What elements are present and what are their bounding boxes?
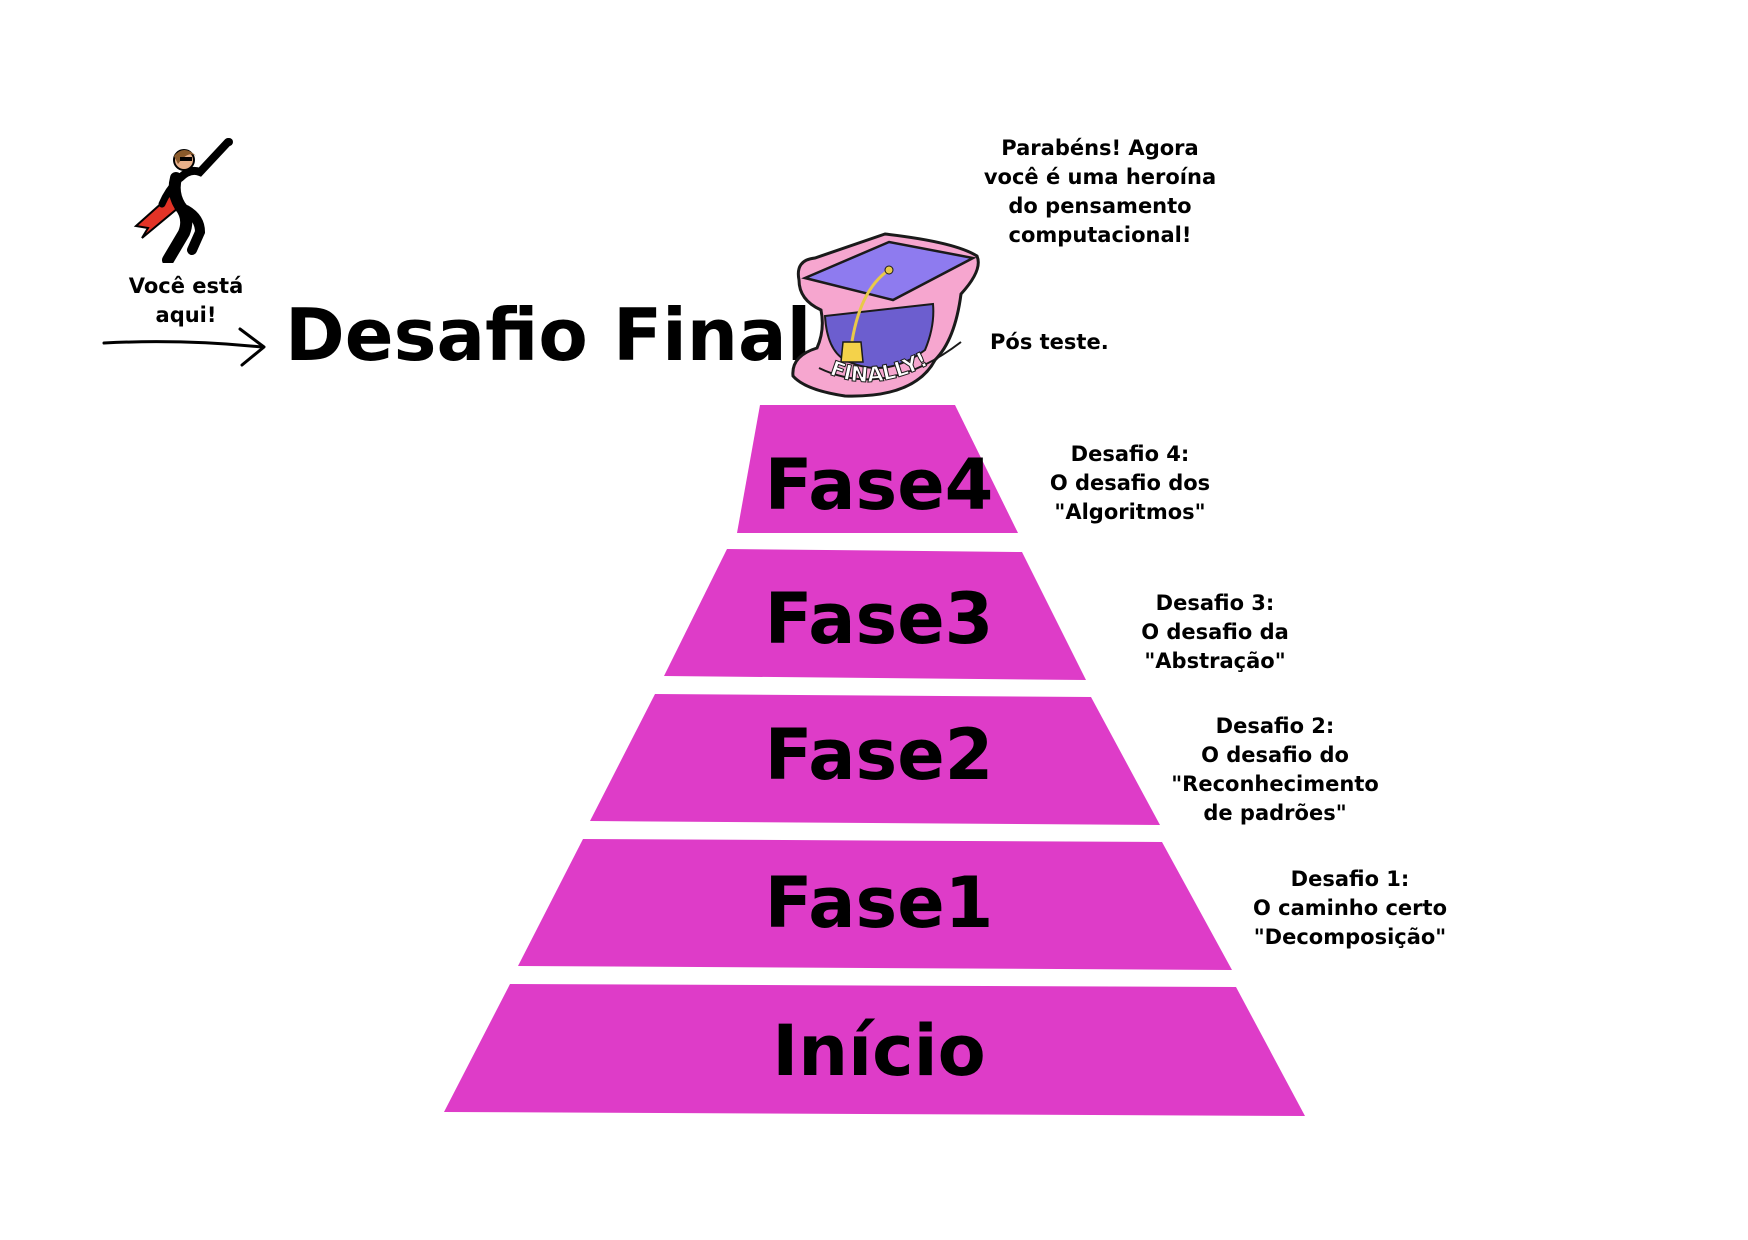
graduation-cap-icon: FINALLY! [791, 232, 980, 398]
page-title: Desafio Final [285, 293, 812, 377]
you-are-here-label: Você está aqui! [128, 274, 244, 327]
level-label-fase4: Fase4 [765, 444, 994, 526]
level-label-fase2: Fase2 [765, 714, 994, 796]
level-fase1 [518, 839, 1232, 970]
note-desafio-3: Desafio 3: O desafio da "Abstração" [1141, 591, 1289, 673]
level-fase2 [590, 694, 1160, 825]
note-final-congrats: Parabéns! Agora você é uma heroína do pe… [983, 136, 1217, 247]
level-inicio [444, 984, 1305, 1116]
note-desafio-1: Desafio 1: O caminho certo "Decomposição… [1252, 867, 1447, 949]
level-fase4 [737, 405, 1018, 533]
arrow-right-icon [102, 327, 266, 367]
level-label-fase1: Fase1 [765, 862, 994, 944]
note-post-test: Pós teste. [990, 330, 1109, 354]
superhero-flying-icon [133, 138, 233, 263]
level-label-inicio: Início [772, 1010, 985, 1092]
level-label-fase3: Fase3 [765, 578, 994, 660]
note-desafio-2: Desafio 2: O desafio do "Reconhecimento … [1171, 714, 1379, 825]
level-fase3 [664, 549, 1086, 680]
note-desafio-4: Desafio 4: O desafio dos "Algoritmos" [1049, 442, 1211, 524]
